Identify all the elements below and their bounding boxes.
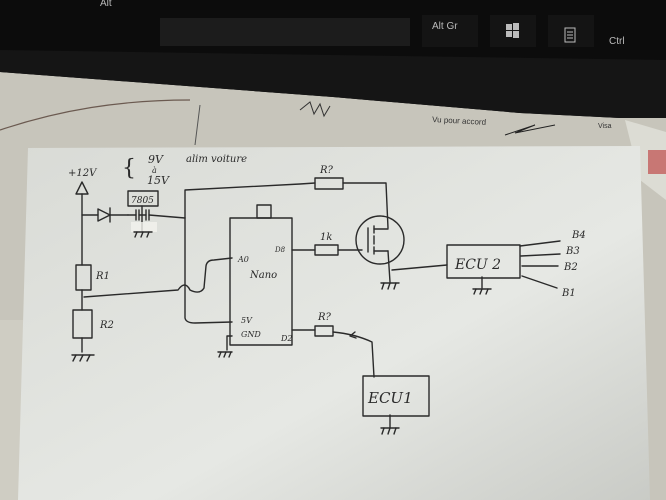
resistor-r-d2 <box>314 325 334 337</box>
r-gate-label: 1k <box>320 232 332 243</box>
signature <box>504 124 556 136</box>
ground-icon <box>380 427 400 435</box>
key-ctrl-label: Ctrl <box>609 36 625 47</box>
resistor-r2 <box>72 309 93 339</box>
supply-note-top: 9V <box>148 153 164 166</box>
pin-gnd-label: GND <box>241 330 261 339</box>
usb-connector <box>256 204 272 219</box>
output-b4: B4 <box>571 230 586 241</box>
diode-icon <box>97 207 111 223</box>
windows-key-icon <box>506 23 519 38</box>
ground-icon <box>472 288 492 295</box>
ecu2-label: ECU 2 <box>454 257 501 273</box>
pin-5v-label: 5V <box>241 316 253 325</box>
doc-text: Visa <box>598 123 612 130</box>
background-scribble <box>0 99 191 131</box>
ecu1-label: ECU1 <box>367 389 413 407</box>
ground-icon <box>380 282 400 290</box>
supply-label: +12V <box>68 168 98 179</box>
r-top-label: R? <box>319 165 334 176</box>
r-d2-label: R? <box>317 312 332 323</box>
circuit-wires <box>75 181 561 429</box>
marker-pen <box>625 120 666 200</box>
supply-note-text: alim voiture <box>186 154 247 165</box>
key-alt-label: Alt <box>100 0 112 9</box>
output-b2: B2 <box>563 262 578 273</box>
ecu1-box <box>362 375 430 417</box>
ecu2-box <box>446 244 521 279</box>
key-alt-gr-label: Alt Gr <box>432 21 458 32</box>
brace: { <box>122 156 136 181</box>
output-b1: B1 <box>561 288 576 299</box>
output-b3: B3 <box>565 246 580 257</box>
regulator-box <box>127 190 159 207</box>
r2-label: R2 <box>99 320 114 331</box>
pin-d2-label: D2 <box>280 334 293 343</box>
supply-note-bottom: 15V <box>147 174 170 187</box>
supply-note-mid: à <box>152 166 157 175</box>
pin-a0-label: A0 <box>237 255 249 264</box>
resistor-1k <box>314 244 339 256</box>
pin-d8-label: D8 <box>274 246 286 254</box>
signature <box>299 101 331 118</box>
resistor-r1 <box>75 264 92 291</box>
tape-patch <box>131 222 157 232</box>
ground-icon <box>133 231 153 238</box>
schematic-sheet <box>18 146 650 500</box>
mcu-label: Nano <box>249 270 277 281</box>
key-alt-gr <box>422 15 478 47</box>
ground-icon <box>71 354 95 362</box>
regulator-label: 7805 <box>131 196 154 206</box>
menu-key-icon <box>564 27 576 43</box>
resistor-r-top <box>314 177 344 190</box>
r1-label: R1 <box>95 271 110 282</box>
doc-text: Vu pour accord <box>432 115 486 127</box>
ground-icon <box>217 351 233 358</box>
